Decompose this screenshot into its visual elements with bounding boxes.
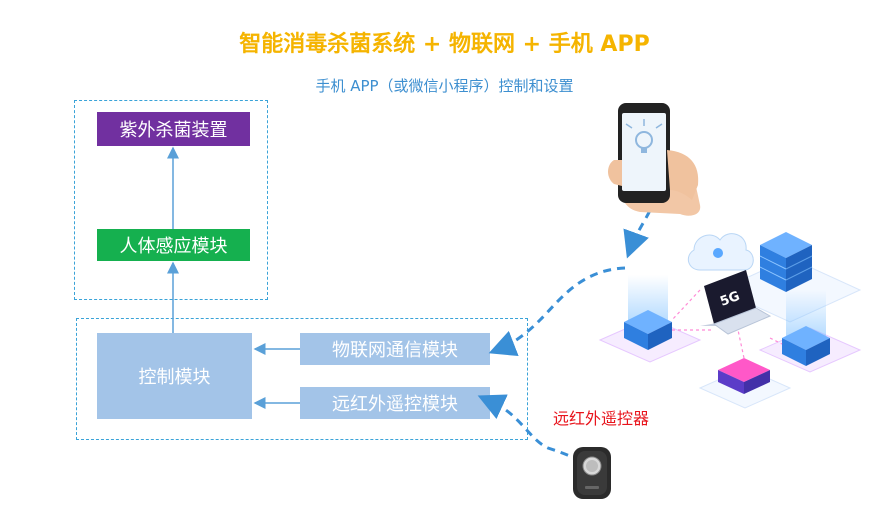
control-unit-frame <box>76 318 528 440</box>
uv-sterilization-device-box: 紫外杀菌装置 <box>97 112 250 146</box>
iot-communication-module-box: 物联网通信模块 <box>300 333 490 365</box>
sterilization-unit-frame <box>74 100 268 300</box>
control-module-box: 控制模块 <box>97 333 252 419</box>
diagram-title: 智能消毒杀菌系统 + 物联网 + 手机 APP <box>239 32 650 57</box>
remote-control-label: 远红外遥控器 <box>553 409 650 428</box>
dashed-arrow-cloud-to-iot-module <box>488 266 626 357</box>
smartphone-in-hand-icon <box>608 103 701 216</box>
dashed-arrow-ir-module-to-remote <box>477 394 575 460</box>
ir-remote-control-icon <box>573 447 611 499</box>
iot-cloud-servers-icon: 5G <box>598 232 862 409</box>
ir-remote-module-box: 远红外遥控模块 <box>300 387 490 419</box>
diagram-subtitle: 手机 APP（或微信小程序）控制和设置 <box>315 77 574 95</box>
svg-text:5G: 5G <box>718 289 742 310</box>
body-sensor-module-box: 人体感应模块 <box>97 229 250 261</box>
